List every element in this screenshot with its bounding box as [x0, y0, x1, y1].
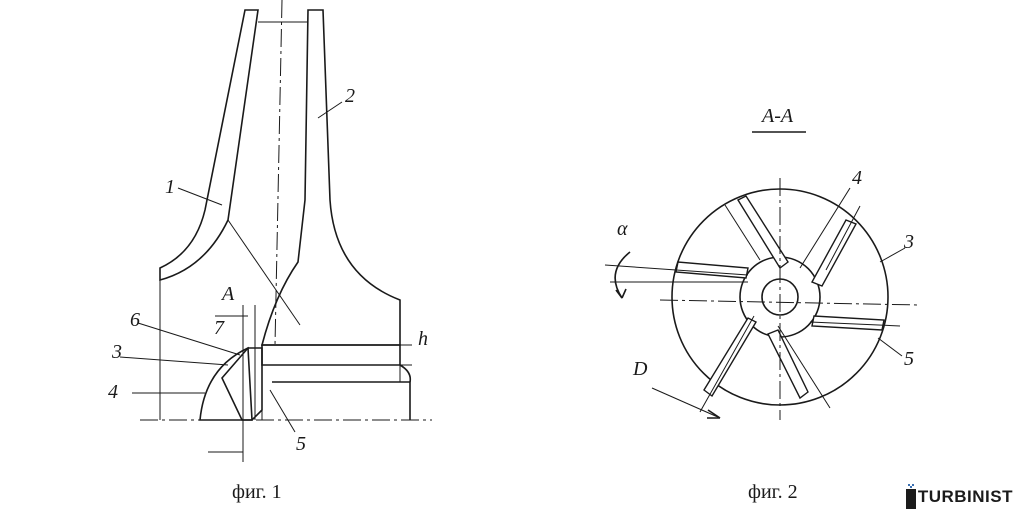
label-part-2: 2 — [345, 85, 355, 107]
part-3-curve — [199, 346, 253, 421]
label-part-5: 5 — [296, 433, 306, 455]
label-dimension-h: h — [418, 328, 428, 350]
label-part-1: 1 — [165, 176, 175, 198]
part-2-body — [260, 9, 401, 346]
label-part-4: 4 — [852, 167, 862, 189]
label-part-7: 7 — [214, 317, 225, 339]
label-angle-alpha: α — [617, 218, 628, 240]
figure-2: A-A — [604, 105, 921, 503]
channels — [675, 195, 885, 400]
figure-1: 1 2 A 7 6 3 4 5 h фиг. 1 — [108, 0, 432, 503]
label-part-4: 4 — [108, 381, 118, 403]
figure-1-caption: фиг. 1 — [232, 481, 282, 503]
label-diameter-d: D — [632, 358, 648, 380]
label-part-6: 6 — [130, 309, 140, 331]
part-2-rim — [261, 344, 401, 366]
label-part-3: 3 — [111, 341, 122, 363]
label-part-3: 3 — [903, 231, 914, 253]
logo-icon — [905, 484, 916, 509]
figure-2-caption: фиг. 2 — [748, 481, 798, 503]
label-part-5: 5 — [904, 348, 914, 370]
section-title: A-A — [760, 105, 794, 127]
part-1-wall — [159, 9, 259, 282]
label-section-a: A — [220, 283, 235, 305]
logo-text: TURBINIST — [917, 487, 1013, 506]
turbinist-logo: TURBINIST — [904, 481, 1013, 513]
part-6-insert — [221, 347, 263, 421]
